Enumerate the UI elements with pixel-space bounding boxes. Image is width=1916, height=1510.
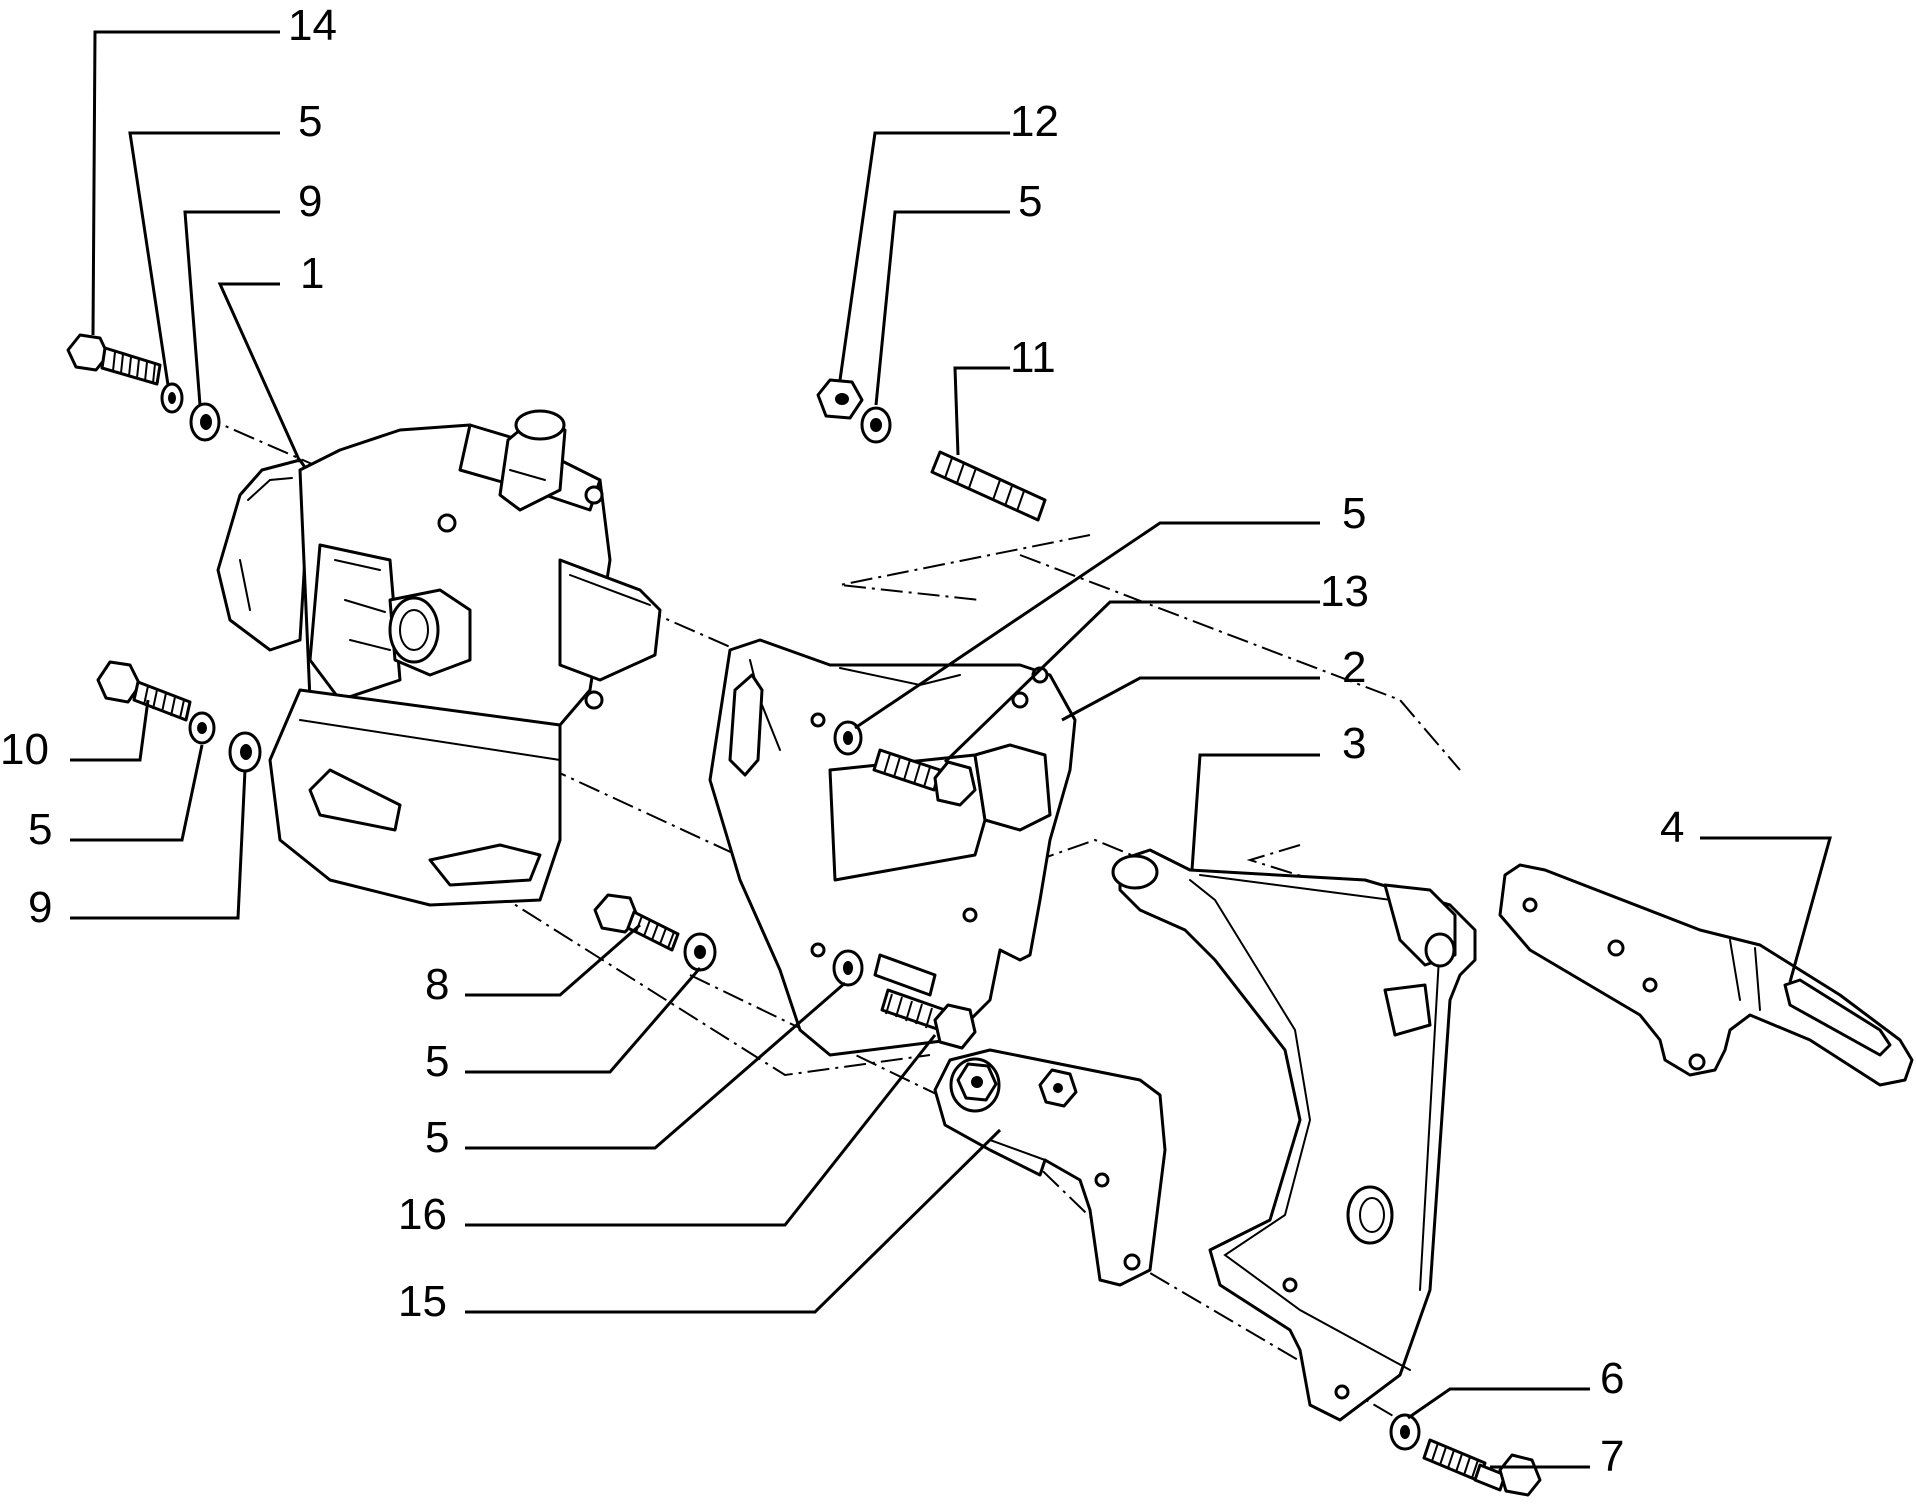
callout-9-left: 9 — [28, 883, 52, 932]
washer-5-mid-2 — [832, 949, 864, 987]
bolt-7 — [1422, 1438, 1542, 1497]
callout-1: 1 — [300, 249, 324, 298]
washer-5-left — [188, 711, 216, 745]
washer-5-right — [833, 720, 863, 756]
callout-4: 4 — [1660, 803, 1684, 852]
washer-9-top-left — [189, 402, 221, 442]
bolt-16 — [873, 953, 977, 1050]
pump-body-1 — [216, 409, 662, 907]
callout-13: 13 — [1320, 567, 1369, 616]
callout-7: 7 — [1600, 1432, 1624, 1481]
callout-3: 3 — [1342, 719, 1366, 768]
nut-12 — [816, 378, 864, 420]
leader-lines — [70, 30, 1832, 1469]
stud-11 — [930, 450, 1047, 522]
callout-2: 2 — [1342, 643, 1366, 692]
bolt-8 — [593, 893, 680, 952]
washer-5-top-mid — [860, 406, 892, 444]
callout-5-mid-1: 5 — [425, 1037, 449, 1086]
bolt-14 — [66, 333, 162, 386]
bolt-13 — [872, 748, 977, 807]
callout-5-top-left: 5 — [298, 97, 322, 146]
callout-14-top: 14 — [288, 1, 337, 50]
callout-5-left: 5 — [28, 805, 52, 854]
callout-labels: 14 5 9 1 12 5 11 5 13 2 3 4 10 5 9 8 5 5… — [0, 1, 1684, 1481]
bolt-10 — [96, 660, 192, 722]
callout-9-top-left: 9 — [298, 177, 322, 226]
callout-6: 6 — [1600, 1354, 1624, 1403]
callout-5-mid-2: 5 — [425, 1113, 449, 1162]
callout-8: 8 — [425, 960, 449, 1009]
bracket-plate-4 — [1498, 863, 1914, 1087]
callout-12: 12 — [1010, 97, 1059, 146]
washer-5-mid-1 — [683, 932, 717, 972]
callout-15: 15 — [398, 1277, 447, 1326]
callout-11: 11 — [1010, 333, 1056, 382]
callout-5-right: 5 — [1342, 489, 1366, 538]
washer-9-left — [228, 731, 262, 773]
callout-10: 10 — [0, 725, 49, 774]
washer-6 — [1389, 1413, 1421, 1451]
bracket-plate-2 — [708, 638, 1077, 1057]
callout-16: 16 — [398, 1190, 447, 1239]
bracket-3 — [1111, 848, 1477, 1422]
link-plate-15 — [933, 1048, 1167, 1287]
callout-5-top-mid: 5 — [1018, 177, 1042, 226]
washer-5-top-left — [160, 382, 184, 414]
